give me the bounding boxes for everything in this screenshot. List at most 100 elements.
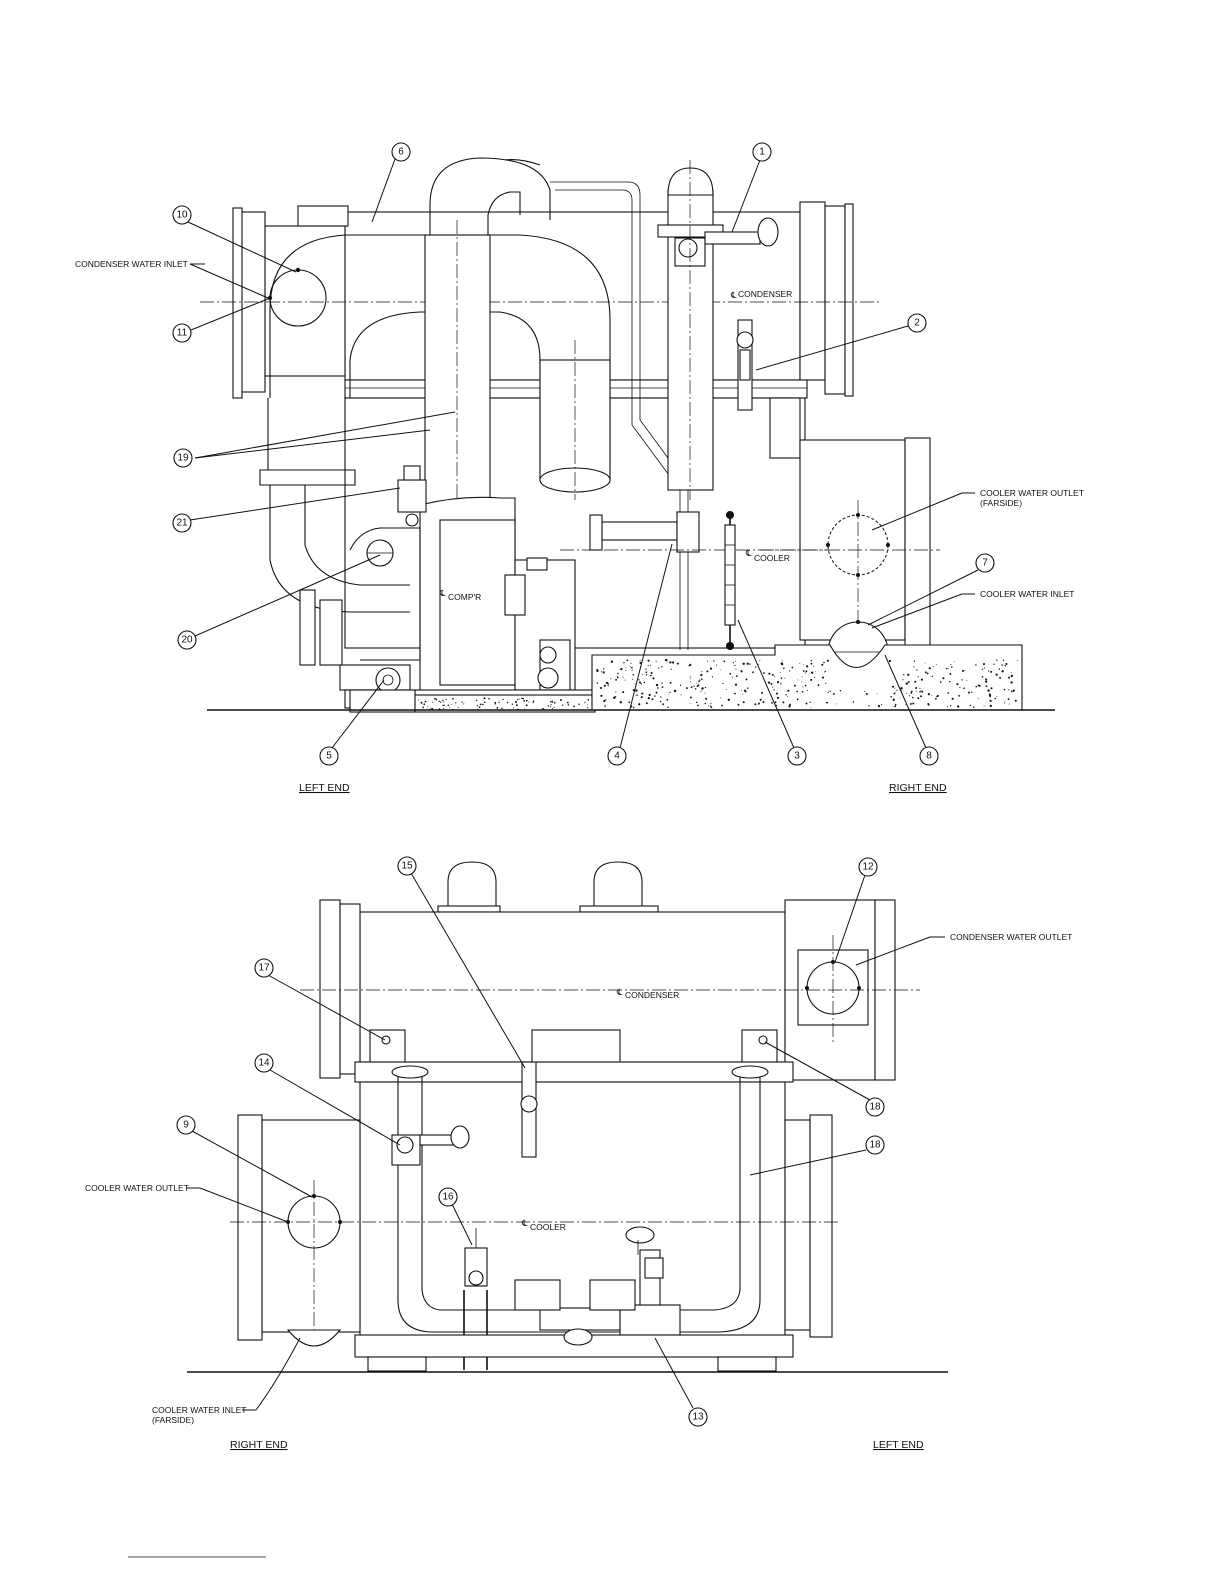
stipple-dot — [587, 704, 588, 705]
stipple-dot — [958, 695, 960, 697]
stipple-dot — [645, 668, 646, 669]
stipple-dot — [484, 697, 486, 699]
stipple-dot — [746, 678, 748, 680]
stipple-dot — [908, 682, 909, 683]
stipple-dot — [711, 707, 713, 709]
svg-text:18: 18 — [869, 1140, 881, 1151]
stipple-dot — [669, 661, 671, 663]
stipple-dot — [928, 693, 930, 695]
stipple-dot — [552, 701, 553, 702]
stipple-dot — [642, 674, 643, 675]
svg-text:21: 21 — [176, 518, 188, 529]
stipple-dot — [710, 703, 711, 704]
stipple-dot — [708, 705, 709, 706]
bottom-cooler-water-outlet-label: COOLER WATER OUTLET — [85, 1183, 189, 1193]
stipple-dot — [982, 676, 984, 678]
stipple-dot — [893, 707, 894, 708]
stipple-dot — [949, 673, 951, 675]
stipple-dot — [620, 669, 621, 670]
stipple-dot — [499, 700, 500, 701]
stipple-dot — [806, 665, 808, 667]
stipple-dot — [822, 677, 824, 679]
svg-text:8: 8 — [926, 751, 932, 762]
stipple-dot — [734, 693, 736, 695]
callout-11: 11 — [173, 324, 191, 342]
stipple-dot — [548, 705, 549, 706]
stipple-dot — [585, 701, 586, 702]
stipple-dot — [805, 672, 806, 673]
cooler-centerline-label: COOLER — [754, 553, 790, 563]
stipple-dot — [927, 672, 929, 674]
stipple-dot — [597, 682, 598, 683]
stipple-dot — [894, 705, 896, 707]
stipple-dot — [743, 701, 745, 703]
stipple-dot — [671, 669, 672, 670]
stipple-dot — [747, 663, 749, 665]
svg-text:℄: ℄ — [521, 1218, 528, 1228]
stipple-dot — [432, 702, 433, 703]
stipple-dot — [782, 660, 783, 661]
stipple-dot — [929, 667, 931, 669]
stipple-dot — [917, 697, 919, 699]
stipple-dot — [675, 690, 676, 691]
stipple-dot — [928, 704, 930, 706]
bottom-cooler-water-inlet-farside-note: (FARSIDE) — [152, 1415, 194, 1425]
stipple-dot — [988, 670, 989, 671]
stipple-dot — [797, 679, 798, 680]
stipple-dot — [812, 663, 813, 664]
stipple-dot — [640, 683, 641, 684]
stipple-dot — [427, 706, 428, 707]
stipple-dot — [889, 660, 891, 662]
stipple-dot — [672, 661, 674, 663]
stipple-dot — [501, 708, 502, 709]
stipple-dot — [734, 665, 735, 666]
stipple-dot — [768, 681, 770, 683]
stipple-dot — [636, 695, 637, 696]
top-view-drawing: ℄ CONDENSER — [200, 158, 1055, 712]
stipple-dot — [691, 686, 693, 688]
stipple-dot — [813, 666, 814, 667]
stipple-dot — [651, 698, 653, 700]
svg-text:12: 12 — [862, 862, 874, 873]
stipple-dot — [975, 664, 976, 665]
stipple-dot — [434, 698, 436, 700]
stipple-dot — [461, 701, 462, 702]
stipple-dot — [807, 690, 808, 691]
stipple-dot — [603, 671, 605, 673]
stipple-dot — [964, 670, 965, 671]
stipple-dot — [853, 701, 854, 702]
stipple-dot — [916, 669, 917, 670]
stipple-dot — [915, 687, 917, 689]
stipple-dot — [997, 696, 998, 697]
stipple-dot — [690, 696, 692, 698]
stipple-dot — [986, 685, 988, 687]
stipple-dot — [758, 703, 760, 705]
stipple-dot — [526, 704, 528, 706]
stipple-dot — [497, 707, 499, 709]
stipple-dot — [754, 703, 756, 705]
stipple-dot — [912, 697, 914, 699]
stipple-dot — [728, 699, 730, 701]
stipple-dot — [688, 665, 689, 666]
stipple-dot — [995, 673, 997, 675]
stipple-dot — [573, 706, 575, 708]
stipple-dot — [661, 666, 662, 667]
stipple-dot — [716, 665, 717, 666]
stipple-dot — [654, 695, 655, 696]
stipple-dot — [780, 683, 782, 685]
stipple-dot — [921, 691, 923, 693]
cooler-water-inlet-label: COOLER WATER INLET — [980, 589, 1074, 599]
stipple-dot — [881, 704, 882, 705]
stipple-dot — [810, 702, 811, 703]
stipple-dot — [772, 687, 773, 688]
stipple-dot — [651, 672, 653, 674]
stipple-dot — [933, 666, 934, 667]
stipple-dot — [680, 685, 681, 686]
stipple-dot — [968, 692, 970, 694]
stipple-dot — [625, 670, 626, 671]
stipple-dot — [776, 693, 778, 695]
stipple-dot — [610, 678, 611, 679]
stipple-dot — [484, 702, 486, 704]
stipple-dot — [658, 667, 659, 668]
